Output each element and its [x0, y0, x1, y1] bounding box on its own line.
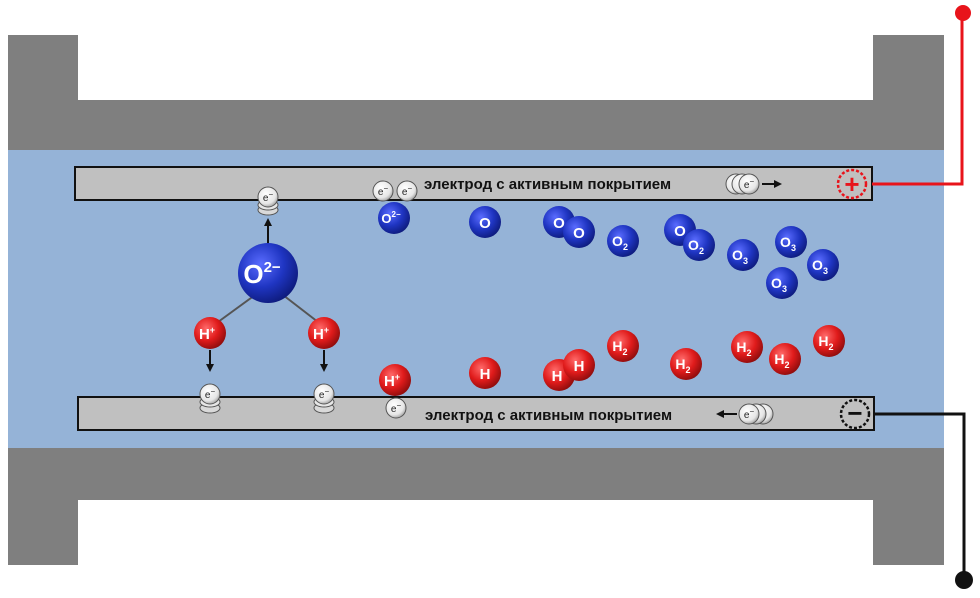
svg-text:H+: H+	[313, 325, 329, 343]
svg-text:−: −	[847, 398, 862, 428]
electron-stack-right: e−	[313, 383, 335, 414]
svg-text:O3: O3	[732, 247, 748, 266]
hydrogen-molecule: H2	[670, 348, 702, 380]
svg-text:H+: H+	[199, 325, 215, 343]
svg-text:O: O	[553, 215, 565, 232]
hydrogen-atom: H	[469, 357, 501, 389]
svg-text:e−: e−	[402, 184, 413, 198]
hydrogen-molecule: H2	[813, 325, 845, 357]
ozone-molecule: O3	[766, 267, 798, 299]
svg-text:e−: e−	[205, 387, 216, 401]
housing	[8, 35, 944, 565]
svg-text:O: O	[674, 223, 686, 240]
negative-terminal-icon	[955, 571, 973, 589]
oxygen-ion-small: O2−	[378, 202, 410, 234]
hydrogen-molecule: H2	[731, 331, 763, 363]
svg-text:H: H	[574, 358, 585, 375]
bottom-electron-flow: e−	[716, 403, 774, 425]
oxygen-atom: O	[563, 216, 595, 248]
bottom-electrode-label: электрод с активным покрытием	[425, 407, 672, 424]
svg-text:e−: e−	[263, 190, 274, 204]
svg-text:H: H	[480, 366, 491, 383]
svg-text:e−: e−	[378, 184, 389, 198]
svg-text:O: O	[479, 215, 491, 232]
negative-wire	[874, 412, 973, 589]
hydrogen-molecule: H2	[607, 330, 639, 362]
svg-text:H2: H2	[774, 351, 789, 370]
minus-polarity-icon: −	[839, 398, 871, 430]
positive-wire	[872, 5, 971, 186]
svg-text:e−: e−	[391, 401, 402, 415]
svg-text:H2: H2	[818, 333, 833, 352]
proton-right: H+ e−	[308, 317, 340, 414]
oxygen-ion-process: O2− e−	[217, 186, 319, 323]
svg-text:e−: e−	[744, 177, 755, 191]
ozone-molecule: O3	[807, 249, 839, 281]
ozone-molecule: O3	[727, 239, 759, 271]
svg-text:O: O	[573, 225, 585, 242]
ozone-molecule: O3	[775, 226, 807, 258]
svg-text:O2−: O2−	[381, 210, 401, 226]
oxygen-molecule: O O2	[664, 214, 715, 261]
svg-text:H+: H+	[384, 372, 400, 390]
svg-text:O2: O2	[688, 237, 704, 256]
hydrogen-atom: H	[563, 349, 595, 381]
positive-terminal-icon	[955, 5, 971, 21]
proton-left: H+ e−	[194, 317, 226, 414]
svg-text:O3: O3	[812, 257, 828, 276]
svg-text:H: H	[552, 368, 563, 385]
housing-bottom-right-post	[873, 495, 944, 565]
svg-text:H2: H2	[675, 356, 690, 375]
oxygen-ion-large	[238, 243, 298, 303]
svg-text:e−: e−	[319, 387, 330, 401]
svg-text:H2: H2	[612, 338, 627, 357]
hydrogen-molecule: H2	[769, 343, 801, 375]
oxygen-molecule: O2	[607, 225, 639, 257]
svg-text:+: +	[844, 169, 859, 199]
svg-text:H2: H2	[736, 339, 751, 358]
oxygen-atom: O	[469, 206, 501, 238]
svg-text:O2: O2	[612, 233, 628, 252]
svg-text:O2−: O2−	[243, 259, 281, 289]
plus-polarity-icon: +	[836, 168, 868, 200]
svg-text:O3: O3	[780, 234, 796, 253]
electron-stack-top: e−	[257, 186, 279, 216]
proton-bottom: H+ e−	[379, 364, 411, 419]
electron-stack-left: e−	[199, 383, 221, 414]
svg-text:O3: O3	[771, 275, 787, 294]
housing-top-right-post	[873, 35, 944, 105]
top-electron-flow: e−	[725, 173, 782, 195]
top-electrode-label: электрод с активным покрытием	[424, 176, 671, 193]
housing-bottom-bar	[8, 448, 944, 500]
housing-top-bar	[8, 100, 944, 150]
housing-bottom-left-post	[8, 495, 78, 565]
housing-top-left-post	[8, 35, 78, 105]
svg-text:e−: e−	[744, 407, 755, 421]
electron-pair-top: e− e−	[372, 180, 418, 202]
